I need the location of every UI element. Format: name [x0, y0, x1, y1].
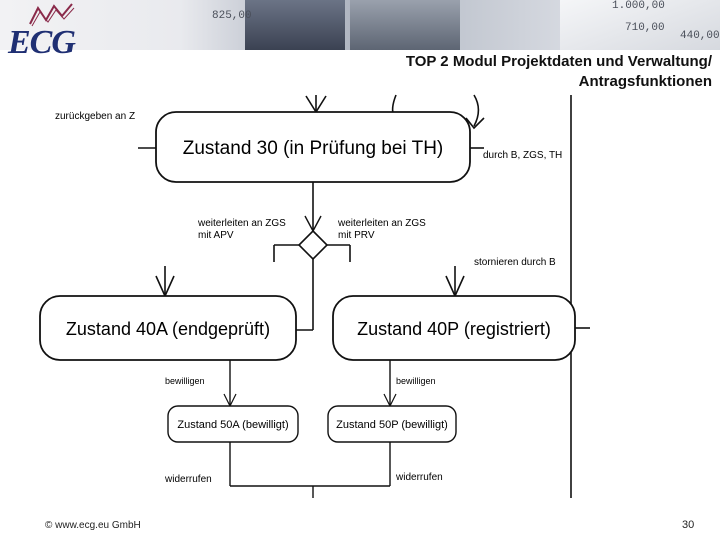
edge-label: bewilligen [165, 376, 205, 386]
state-node-40p-label: Zustand 40P (registriert) [357, 319, 551, 339]
decision-diamond [299, 231, 327, 259]
edge-label: bewilligen [396, 376, 436, 386]
footer-copyright: © www.ecg.eu GmbH [45, 520, 141, 531]
edge-label: widerrufen [164, 474, 212, 485]
page-number: 30 [682, 519, 694, 531]
state-node-30-label: Zustand 30 (in Prüfung bei TH) [183, 138, 444, 159]
edge-label: mit PRV [338, 230, 375, 241]
edge-label: mit APV [198, 230, 234, 241]
edge-label: weiterleiten an ZGS [197, 218, 286, 229]
edge-label: zurückgeben an Z [55, 111, 135, 122]
edge-label: widerrufen [395, 472, 443, 483]
state-node-50p-label: Zustand 50P (bewilligt) [336, 419, 448, 431]
state-node-40a-label: Zustand 40A (endgeprüft) [66, 319, 270, 339]
edge-label: stornieren durch B [474, 257, 556, 268]
edge [474, 95, 479, 126]
edge-label: weiterleiten an ZGS [337, 218, 426, 229]
edge-label: durch B, ZGS, TH [483, 150, 562, 161]
state-node-50a-label: Zustand 50A (bewilligt) [177, 419, 288, 431]
